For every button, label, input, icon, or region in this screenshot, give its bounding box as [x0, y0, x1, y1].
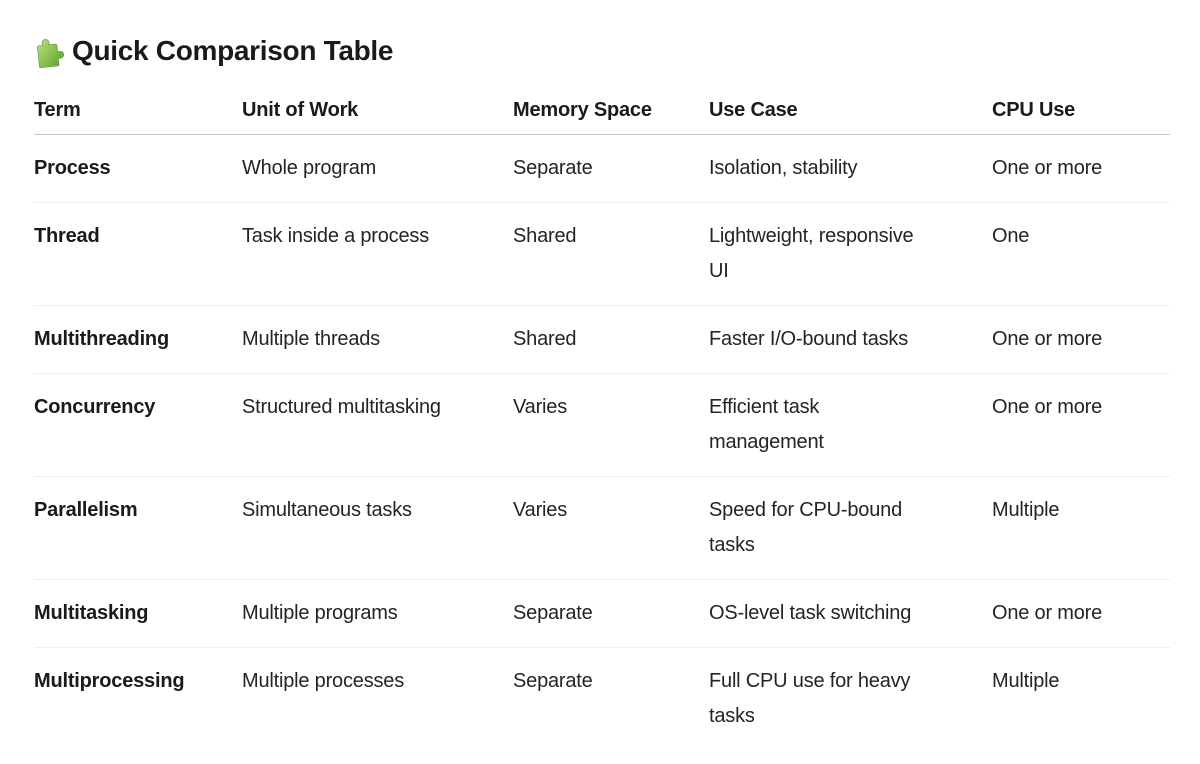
column-header-term: Term [34, 88, 242, 135]
cell-term: Concurrency [34, 373, 242, 477]
page-title: Quick Comparison Table [34, 34, 1170, 68]
cell-memory-space: Separate [513, 134, 709, 203]
cell-unit-of-work: Multiple processes [242, 670, 405, 692]
cell-use-case: OS-level task switching [709, 579, 992, 648]
column-header-memory-space: Memory Space [513, 88, 709, 135]
cell-unit-of-work: Task inside a process [242, 202, 513, 306]
puzzle-piece-icon [37, 38, 64, 68]
cell-use-case: Full CPU use for heavy tasks [709, 670, 911, 727]
column-header-unit-of-work: Unit of Work [242, 88, 513, 135]
cell-use-case: Efficient task management [709, 373, 992, 477]
article-page: Quick Comparison Table Term Unit of Work… [0, 34, 1200, 764]
cell-use-case: Faster I/O-bound tasks [709, 305, 992, 374]
cell-memory-space: Varies [513, 373, 709, 477]
cell-term: Parallelism [34, 476, 242, 580]
column-header-cpu-use: CPU Use [992, 88, 1170, 135]
table-row: Multiprocessing Multiple processes Separ… [34, 648, 1170, 751]
cell-use-case: Speed for CPU-bound tasks [709, 476, 992, 580]
cell-term: Thread [34, 202, 242, 306]
cell-use-case: Lightweight, responsive UI [709, 202, 992, 306]
cell-memory-space: Shared [513, 202, 709, 306]
cell-use-case: Isolation, stability [709, 134, 992, 203]
page-title-text: Quick Comparison Table [72, 35, 394, 66]
cell-memory-space: Separate [513, 579, 709, 648]
cell-unit-of-work: Structured multitasking [242, 373, 513, 477]
comparison-table: Term Unit of Work Memory Space Use Case … [34, 88, 1170, 750]
cell-cpu-use: One [992, 202, 1170, 306]
table-row: Concurrency Structured multitasking Vari… [34, 373, 1170, 477]
table-row: Thread Task inside a process Shared Ligh… [34, 202, 1170, 306]
cell-term: Multitasking [34, 579, 242, 648]
cell-cpu-use: One or more [992, 305, 1170, 374]
cell-cpu-use: Multiple [992, 476, 1170, 580]
cell-unit-of-work: Whole program [242, 134, 513, 203]
cell-term: Multithreading [34, 305, 242, 374]
cell-unit-of-work: Simultaneous tasks [242, 476, 513, 580]
table-row: Multitasking Multiple programs Separate … [34, 579, 1170, 648]
table-row: Parallelism Simultaneous tasks Varies Sp… [34, 476, 1170, 580]
cell-cpu-use: One or more [992, 373, 1170, 477]
cell-cpu-use: Multiple [992, 670, 1060, 692]
cell-memory-space: Varies [513, 476, 709, 580]
cell-term: Process [34, 134, 242, 203]
cell-memory-space: Shared [513, 305, 709, 374]
cell-cpu-use: One or more [992, 579, 1170, 648]
cell-unit-of-work: Multiple threads [242, 305, 513, 374]
table-row: Multithreading Multiple threads Shared F… [34, 305, 1170, 374]
cell-memory-space: Separate [513, 670, 593, 692]
column-header-use-case: Use Case [709, 88, 992, 135]
table-row: Process Whole program Separate Isolation… [34, 134, 1170, 203]
cell-unit-of-work: Multiple programs [242, 579, 513, 648]
table-header-row: Term Unit of Work Memory Space Use Case … [34, 88, 1170, 135]
cell-cpu-use: One or more [992, 134, 1170, 203]
cell-term: Multiprocessing [34, 670, 185, 692]
